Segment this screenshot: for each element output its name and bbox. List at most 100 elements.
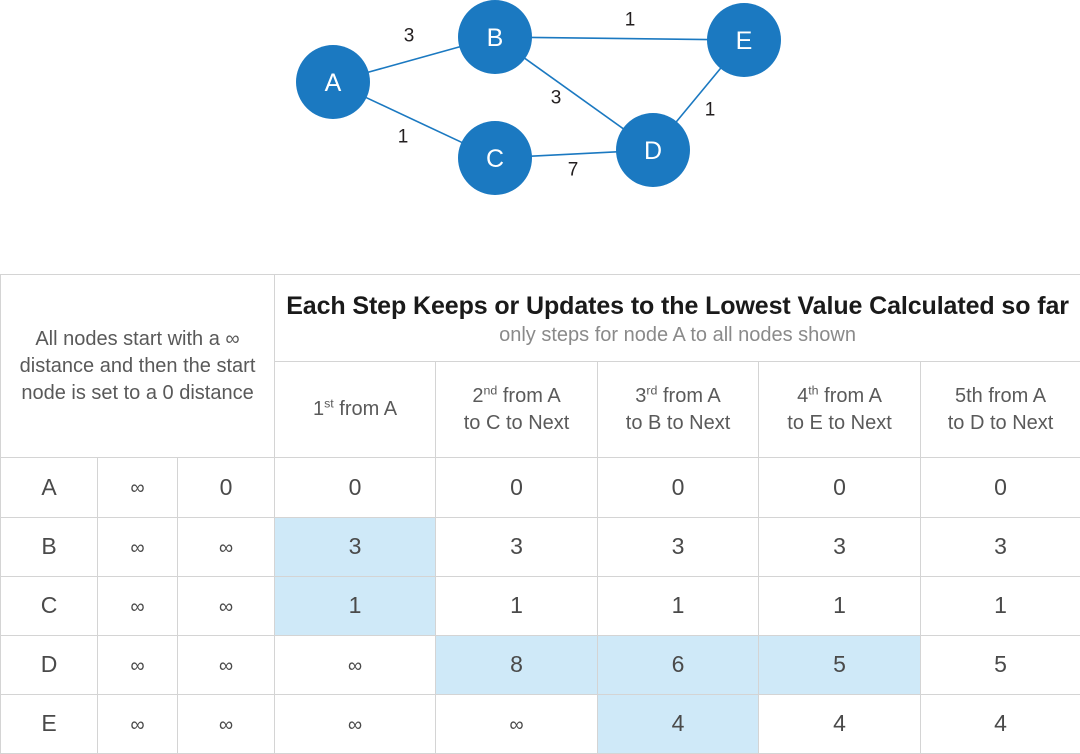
table-row: B ∞ ∞ 3 3 3 3 3 (0, 516, 1080, 577)
cell-c-step1: 1 (274, 575, 437, 636)
cell-value: 0 (833, 473, 846, 500)
cell-d-step1: ∞ (274, 634, 437, 695)
cell-c-step2: 1 (435, 575, 599, 636)
graph-node-label-b: B (487, 24, 504, 52)
graph-edge-b-d (523, 57, 625, 130)
row-label-c: C (0, 575, 98, 636)
dijkstra-table: All nodes start with a ∞ distance and th… (0, 273, 1080, 754)
cell-c-step5: 1 (920, 575, 1080, 636)
cell-value: 4 (671, 710, 685, 737)
edge-weight-b-d: 3 (551, 88, 562, 109)
row-label-b: B (0, 516, 98, 577)
cell-b-step2: 3 (435, 516, 599, 577)
cell-b-step4: 3 (758, 516, 922, 577)
cell-value: 1 (510, 592, 523, 619)
graph-node-c (458, 121, 532, 195)
step-header-1: 1st from A (274, 360, 437, 459)
edge-weight-d-e: 1 (705, 100, 716, 121)
cell-value: 8 (510, 651, 523, 678)
edge-weight-a-b: 3 (404, 26, 415, 47)
cell-start-d: ∞ (176, 634, 276, 695)
cell-d-step4: 5 (758, 634, 922, 695)
graph-edges (365, 36, 722, 157)
cell-value: ∞ (218, 654, 234, 677)
cell-value: 0 (671, 473, 685, 500)
graph-edge-d-e (675, 67, 722, 123)
ordinal-suffix: st (324, 396, 334, 411)
cell-value: 1 (671, 592, 685, 619)
graph-node-label-c: C (486, 145, 504, 173)
cell-value: D (40, 651, 58, 678)
cell-a-step3: 0 (597, 457, 760, 518)
cell-value: B (41, 533, 57, 560)
row-label-e: E (0, 693, 98, 754)
step-header-line1: 5th from A (954, 385, 1047, 408)
cell-value: 5 (994, 651, 1007, 678)
cell-value: E (41, 710, 57, 737)
edge-weight-b-e: 1 (625, 10, 636, 31)
edge-weight-c-d: 7 (568, 160, 579, 181)
cell-e-step2: ∞ (435, 693, 599, 754)
graph-node-b (458, 0, 532, 74)
cell-init-c: ∞ (97, 575, 178, 636)
cell-init-e: ∞ (97, 693, 178, 754)
ordinal-suffix: nd (483, 383, 498, 398)
cell-value: ∞ (218, 536, 234, 559)
intro-cell: All nodes start with a ∞ distance and th… (0, 273, 276, 459)
cell-e-step3: 4 (597, 693, 760, 754)
cell-value: 3 (348, 533, 362, 560)
edge-weight-a-c: 1 (398, 127, 409, 148)
cell-value: 6 (671, 651, 685, 678)
cell-value: 0 (510, 473, 523, 500)
cell-a-step4: 0 (758, 457, 922, 518)
cell-value: 3 (671, 533, 685, 560)
step-header-line1: 1st from A (312, 396, 398, 421)
cell-value: C (40, 592, 58, 619)
cell-b-step1: 3 (274, 516, 437, 577)
step-header-line2: to B to Next (625, 411, 731, 434)
graph-node-label-a: A (325, 69, 342, 97)
cell-value: 1 (994, 592, 1007, 619)
graph-edge-c-d (530, 151, 618, 157)
step-header-line2: to D to Next (947, 411, 1054, 434)
cell-value: 0 (219, 473, 233, 500)
cell-value: ∞ (130, 713, 145, 736)
graph-node-label-e: E (736, 27, 753, 55)
cell-value: ∞ (130, 654, 145, 677)
cell-value: 4 (994, 710, 1007, 737)
ordinal-suffix: rd (646, 383, 658, 398)
cell-b-step5: 3 (920, 516, 1080, 577)
cell-value: ∞ (347, 654, 363, 677)
cell-value: ∞ (218, 713, 234, 736)
cell-value: ∞ (347, 713, 363, 736)
cell-value: 3 (994, 533, 1007, 560)
table-title-row: All nodes start with a ∞ distance and th… (0, 273, 1080, 459)
table-row: E ∞ ∞ ∞ ∞ 4 4 4 (0, 693, 1080, 754)
table-row: D ∞ ∞ ∞ 8 6 5 5 (0, 634, 1080, 695)
cell-e-step4: 4 (758, 693, 922, 754)
cell-e-step5: 4 (920, 693, 1080, 754)
step-header-line1: 2nd from A (472, 383, 561, 408)
row-label-d: D (0, 634, 98, 695)
cell-start-c: ∞ (176, 575, 276, 636)
cell-c-step3: 1 (597, 575, 760, 636)
cell-e-step1: ∞ (274, 693, 437, 754)
step-header-5: 5th from A to D to Next (920, 360, 1080, 459)
cell-value: 4 (833, 710, 846, 737)
table-title: Each Step Keeps or Updates to the Lowest… (286, 291, 1069, 320)
cell-init-b: ∞ (97, 516, 178, 577)
step-header-2: 2nd from A to C to Next (435, 360, 599, 459)
cell-a-step5: 0 (920, 457, 1080, 518)
cell-value: A (41, 473, 57, 500)
step-header-line2: to C to Next (463, 411, 570, 434)
cell-init-d: ∞ (97, 634, 178, 695)
cell-init-a: ∞ (97, 457, 178, 518)
